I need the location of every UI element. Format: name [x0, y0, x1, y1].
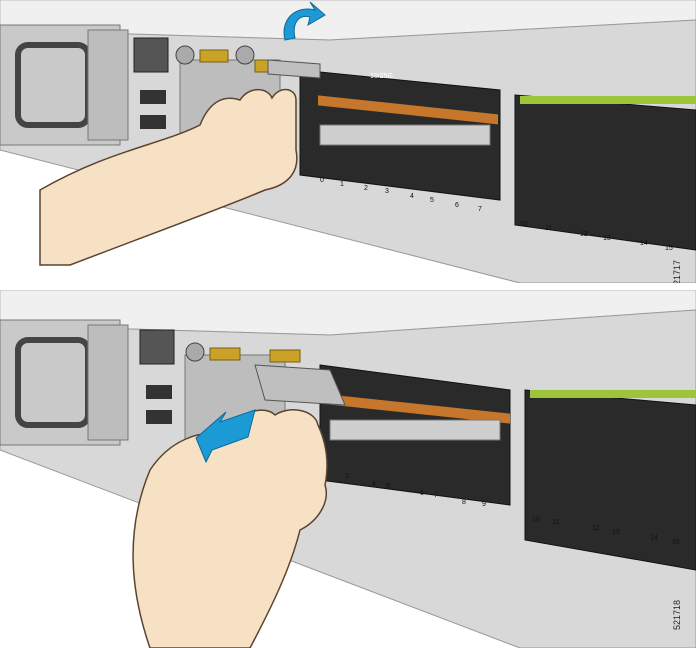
- port-label: 13: [612, 529, 620, 536]
- port-label: 5: [430, 197, 434, 204]
- port-label: 0: [320, 177, 324, 184]
- right-port-cage: [514, 94, 696, 251]
- port-label: 10: [532, 517, 540, 524]
- port-number-labels: 0 1 2 3 4 5 6 7 10 11 12 13 14 15: [320, 177, 673, 252]
- port-label: 12: [592, 525, 600, 532]
- port-label: 7: [478, 206, 482, 213]
- port-label: 12: [580, 231, 588, 238]
- port-label: 4: [410, 193, 414, 200]
- port-label: 2: [364, 185, 368, 192]
- port-label: 13: [603, 235, 611, 242]
- left-arrow-icon: [195, 409, 256, 464]
- port-label: 5: [386, 483, 390, 490]
- port-label: 1: [340, 181, 344, 188]
- port-number-labels: 2 4 5 6 7 8 9 10 11 12 13 14 15: [345, 473, 680, 546]
- usb-port-2: [146, 410, 172, 424]
- figure-id: 521717: [672, 260, 682, 283]
- curved-up-arrow-icon: [283, 1, 326, 41]
- step-2-panel: 2 4 5 6 7 8 9 10 11 12 13 14 15 521718: [0, 290, 696, 648]
- coax-connectors: [175, 45, 278, 73]
- port-label: 10: [520, 221, 528, 228]
- module-latch: [267, 59, 321, 79]
- sfp-module-cage: 10/25G: [299, 69, 501, 201]
- port-label: 7: [434, 492, 438, 499]
- rj45-port: [133, 37, 169, 73]
- figure-id: 521718: [672, 600, 682, 631]
- port-label: 6: [455, 202, 459, 209]
- step-1-panel: 10/25G 0 1 2 3 4 5 6 7 10 11 12 13: [0, 0, 696, 283]
- port-label: 14: [650, 535, 658, 542]
- port-label: 15: [672, 539, 680, 546]
- usb-port-2: [140, 115, 166, 129]
- step-2-illustration: 2 4 5 6 7 8 9 10 11 12 13 14 15: [0, 290, 696, 648]
- usb-port-1: [146, 385, 172, 399]
- port-label: 8: [462, 499, 466, 506]
- hand-illustration: [132, 409, 328, 648]
- coax-connectors: [185, 342, 301, 363]
- port-label: 14: [640, 240, 648, 247]
- port-label: 4: [372, 481, 376, 488]
- port-label: 6: [420, 490, 424, 497]
- hand-illustration: [39, 88, 298, 266]
- port-label: 3: [385, 188, 389, 195]
- right-port-cage: [524, 389, 696, 571]
- port-label: 15: [665, 245, 673, 252]
- step-1-illustration: 10/25G 0 1 2 3 4 5 6 7 10 11 12 13: [0, 0, 696, 283]
- rj45-port: [139, 329, 175, 365]
- module-label: 10/25G: [370, 73, 393, 80]
- port-label: 11: [545, 225, 552, 232]
- usb-port-1: [140, 90, 166, 104]
- sfp-module: [254, 364, 346, 406]
- port-label: 11: [552, 519, 559, 526]
- sfp-module-cage: [319, 364, 511, 506]
- port-label: 9: [482, 501, 486, 508]
- port-label: 2: [345, 473, 349, 480]
